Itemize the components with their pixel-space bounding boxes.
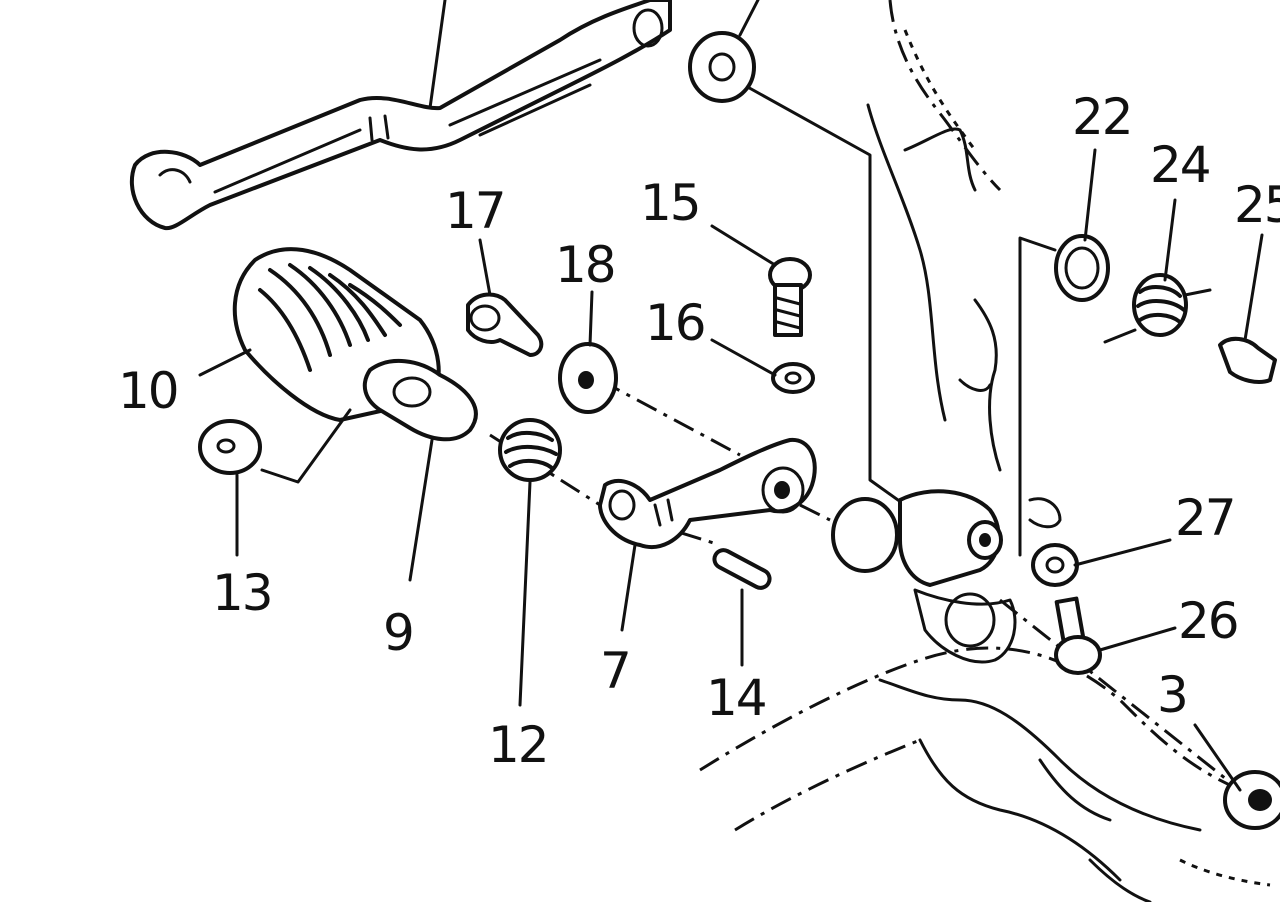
callout-15: 15 [640,174,700,232]
spring-12-part [498,418,562,482]
callout-26: 26 [1178,592,1238,650]
bolt-26-part [1054,596,1102,675]
footpeg-rubber-part [232,247,478,484]
washer-18-part [558,342,618,414]
top-washer-part [688,0,760,103]
callout-labels: 22 24 25 17 15 18 16 10 27 13 9 26 7 3 1… [118,88,1280,774]
callout-14: 14 [706,669,766,727]
bolt-25-part [1218,336,1277,384]
bolt-17-part [466,292,544,357]
callout-13: 13 [212,564,272,622]
frame-outline [699,0,1271,902]
pivot-shaft-part [831,489,1017,664]
oil-seal-22-part [1054,234,1110,302]
callout-7: 7 [600,642,630,700]
callout-22: 22 [1072,88,1132,146]
pin-14-part [712,548,772,590]
callout-24: 24 [1150,136,1210,194]
footpeg-bracket-part [598,437,817,549]
callout-16: 16 [645,294,705,352]
bolt-15-part [768,257,812,337]
washer-13-part [198,419,262,475]
callout-leaders [198,148,1264,792]
callout-3: 3 [1157,666,1187,724]
callout-27: 27 [1175,489,1235,547]
lock-washer-16-part [771,362,815,394]
spring-24-part [1103,273,1212,344]
callout-9: 9 [383,604,413,662]
nut-27-part [1028,497,1079,587]
callout-18: 18 [555,236,615,294]
callout-12: 12 [488,716,548,774]
callout-10: 10 [118,362,178,420]
callout-25: 25 [1234,176,1280,234]
callout-17: 17 [445,182,505,240]
pedal-lever-part [129,0,672,231]
